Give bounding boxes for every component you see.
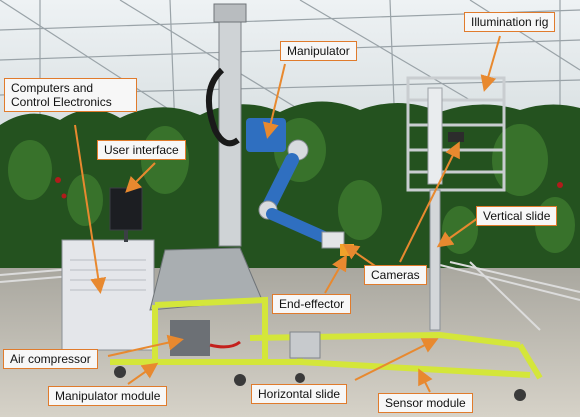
arrow-user-interface (125, 162, 156, 193)
arrow-illumination (480, 35, 501, 92)
arrow-vertical-slide (436, 217, 479, 248)
manipulator-column (218, 7, 242, 247)
arrow-cameras-1 (342, 243, 379, 269)
arrow-sensor-module (418, 368, 433, 393)
cabinet-vents (70, 259, 146, 291)
arrow-end-effector (324, 254, 347, 294)
label-computers-control-electronics: Computers and Control Electronics (4, 78, 137, 112)
label-computers-line1: Computers and (11, 81, 94, 95)
rig-lamp-column (427, 87, 443, 185)
end-effector-head (321, 231, 345, 249)
cable-loop (205, 67, 240, 147)
air-hose (209, 340, 241, 349)
label-manipulator: Manipulator (280, 41, 357, 61)
label-sensor-module: Sensor module (378, 393, 473, 413)
air-compressor-body (170, 320, 210, 356)
label-air-compressor: Air compressor (3, 349, 98, 369)
arrow-cameras-2 (399, 141, 460, 263)
horizontal-slide-carriage (289, 331, 321, 359)
label-horizontal-slide: Horizontal slide (251, 384, 348, 404)
upper-arm (261, 153, 299, 215)
forearm (266, 208, 332, 244)
arrow-manipulator (263, 63, 286, 139)
wheels (114, 366, 526, 401)
callout-arrows (74, 35, 501, 393)
arrow-manipulator-module (127, 362, 159, 385)
rig-cameras (448, 132, 464, 142)
label-end-effector: End-effector (272, 294, 352, 314)
label-manipulator-module: Manipulator module (48, 386, 168, 406)
manipulator-top (213, 3, 247, 23)
label-cameras: Cameras (364, 265, 427, 285)
arrow-horizontal-slide (354, 338, 439, 381)
label-computers-line2: Control Electronics (11, 95, 112, 109)
manipulator-shoulder (246, 118, 286, 152)
arrow-computers (74, 124, 107, 294)
label-user-interface: User interface (97, 140, 186, 160)
label-illumination-rig: Illumination rig (464, 12, 556, 32)
illumination-rig-frame (406, 76, 506, 192)
user-interface-screen (109, 187, 143, 231)
screen-stand (124, 230, 128, 242)
arrow-air-compressor (107, 334, 184, 357)
control-cabinet (61, 239, 155, 351)
label-vertical-slide: Vertical slide (476, 206, 558, 226)
vertical-slide-rail (429, 189, 441, 331)
